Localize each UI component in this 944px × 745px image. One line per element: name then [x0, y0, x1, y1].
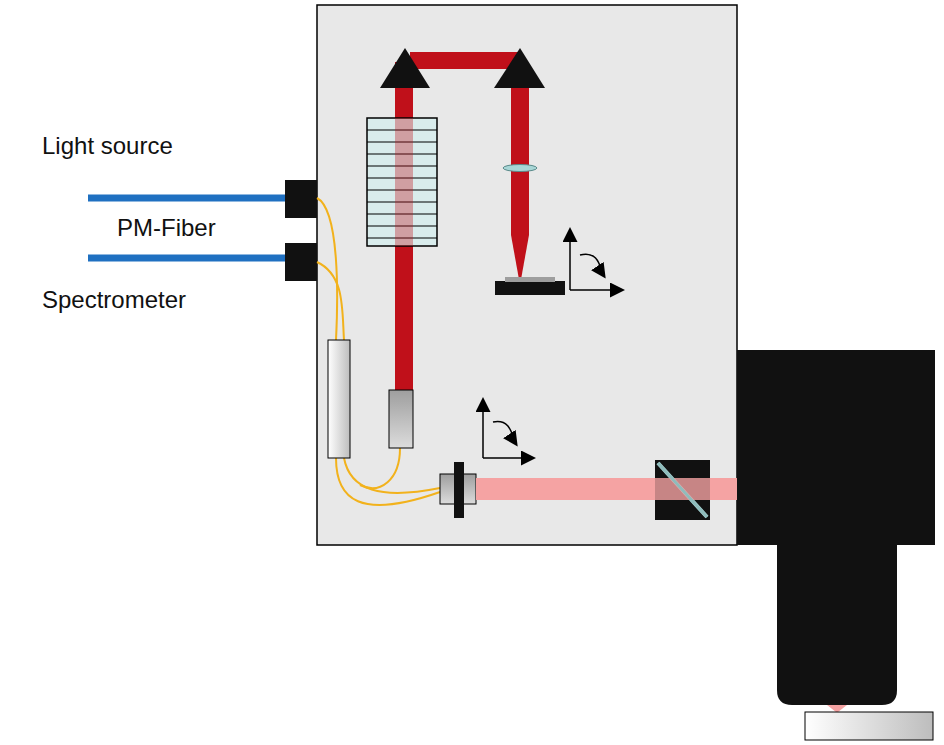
laser-beam — [395, 62, 413, 392]
housing — [317, 5, 737, 545]
text-label: Spectrometer — [42, 287, 186, 313]
text-label: Light source — [42, 133, 173, 159]
sample — [505, 277, 555, 282]
probe-beam — [476, 478, 737, 500]
laser-beam — [511, 88, 529, 285]
fiber-connector — [285, 180, 317, 218]
objective — [777, 545, 897, 705]
axis-arrows — [483, 400, 533, 458]
beam-splitter — [655, 460, 710, 520]
fiber-connector — [285, 243, 317, 281]
optical-head — [737, 350, 935, 545]
filter-stack — [367, 118, 437, 246]
prism — [494, 48, 545, 88]
sample-plate — [805, 712, 933, 740]
axis-arrows — [570, 230, 622, 290]
focus-beam — [827, 705, 847, 712]
sample-stage — [495, 281, 565, 295]
mount — [454, 462, 464, 518]
fiber-coupler — [328, 340, 350, 458]
pm-fiber — [88, 255, 290, 262]
collimator — [389, 390, 413, 448]
pm-fiber — [88, 195, 290, 202]
text-label: PM-Fiber — [117, 215, 216, 241]
lens — [503, 165, 537, 172]
prism — [380, 48, 430, 88]
laser-beam — [410, 52, 518, 69]
